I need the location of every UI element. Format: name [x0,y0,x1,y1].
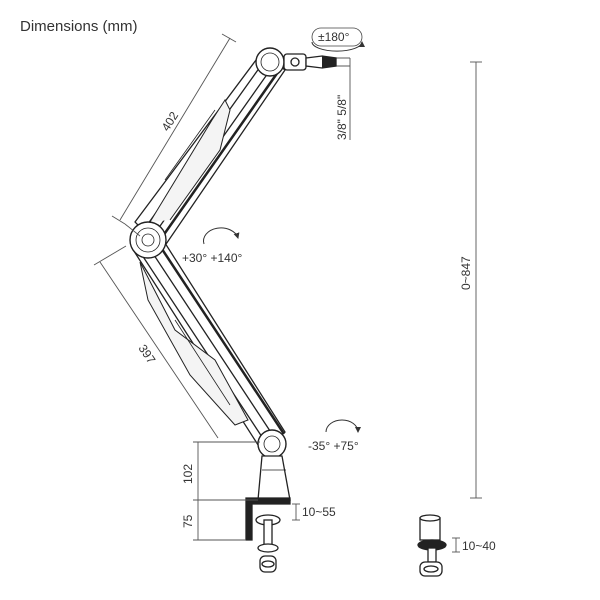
top-joint [255,47,285,77]
upper-arm-length: 402 [159,109,182,134]
base-post [257,455,291,501]
desk-clamp [245,497,291,573]
middle-joint [129,221,167,259]
mount-head [283,53,350,71]
upper-arm [134,51,286,252]
thread-label: 3/8" 5/8" [335,95,349,140]
base-rotation-label: -35° +75° [308,439,359,453]
lower-arm-length: 397 [136,342,159,367]
rotation-arrows [203,41,365,433]
dimension-lines [93,33,482,553]
total-height-label: 0~847 [459,256,473,290]
middle-rotation-label: +30° +140° [182,251,243,265]
clamp-range-label: 10~55 [302,505,336,519]
grommet-mount [417,514,447,577]
base-joint [257,429,287,459]
lower-arm [131,231,286,449]
head-rotation-label: ±180° [318,30,350,44]
base-height-label: 102 [181,464,195,484]
page-title: Dimensions (mm) [20,18,138,35]
clamp-height-label: 75 [181,514,195,528]
grommet-range-label: 10~40 [462,539,496,553]
rotation-labels: ±180° +30° +140° -35° +75° [182,27,363,453]
